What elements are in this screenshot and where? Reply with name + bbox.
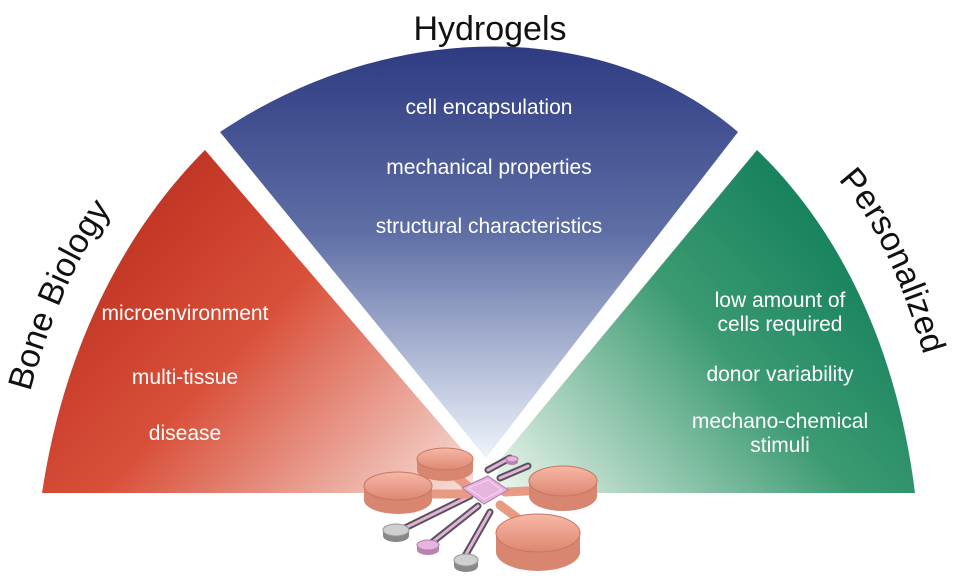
- hydrogels-item-mechanical-properties: mechanical properties: [386, 156, 591, 179]
- segment-personalized: [498, 150, 915, 493]
- bone-item-multi-tissue: multi-tissue: [132, 366, 238, 389]
- port-bottom: [453, 553, 479, 572]
- port-top-right: [505, 455, 519, 465]
- reservoir-left: [363, 471, 433, 514]
- personalized-item-donor-variability: donor variability: [706, 363, 854, 386]
- port-left: [382, 523, 410, 542]
- personalized-item-mechano-chemical-line1: mechano-chemical: [692, 410, 868, 433]
- chip-core-icon: [461, 475, 509, 505]
- reservoir-right: [528, 465, 598, 511]
- segment-hydrogels: [220, 46, 738, 458]
- hydrogels-title: Hydrogels: [413, 10, 566, 48]
- reservoir-top-left: [416, 447, 474, 481]
- personalized-item-mechano-chemical-line2: stimuli: [750, 434, 810, 457]
- hydrogels-item-structural-characteristics: structural characteristics: [376, 215, 602, 238]
- hydrogels-item-cell-encapsulation: cell encapsulation: [406, 96, 573, 119]
- segment-bone-biology: [42, 150, 473, 493]
- personalized-item-low-amount-line2: cells required: [718, 313, 843, 336]
- organ-on-chip-icon: [363, 447, 598, 572]
- bone-item-microenvironment: microenvironment: [102, 302, 269, 325]
- bone-item-disease: disease: [149, 422, 221, 445]
- port-bottom-left: [416, 539, 440, 555]
- reservoir-bottom-right: [495, 513, 581, 571]
- personalized-item-low-amount-line1: low amount of: [715, 289, 846, 312]
